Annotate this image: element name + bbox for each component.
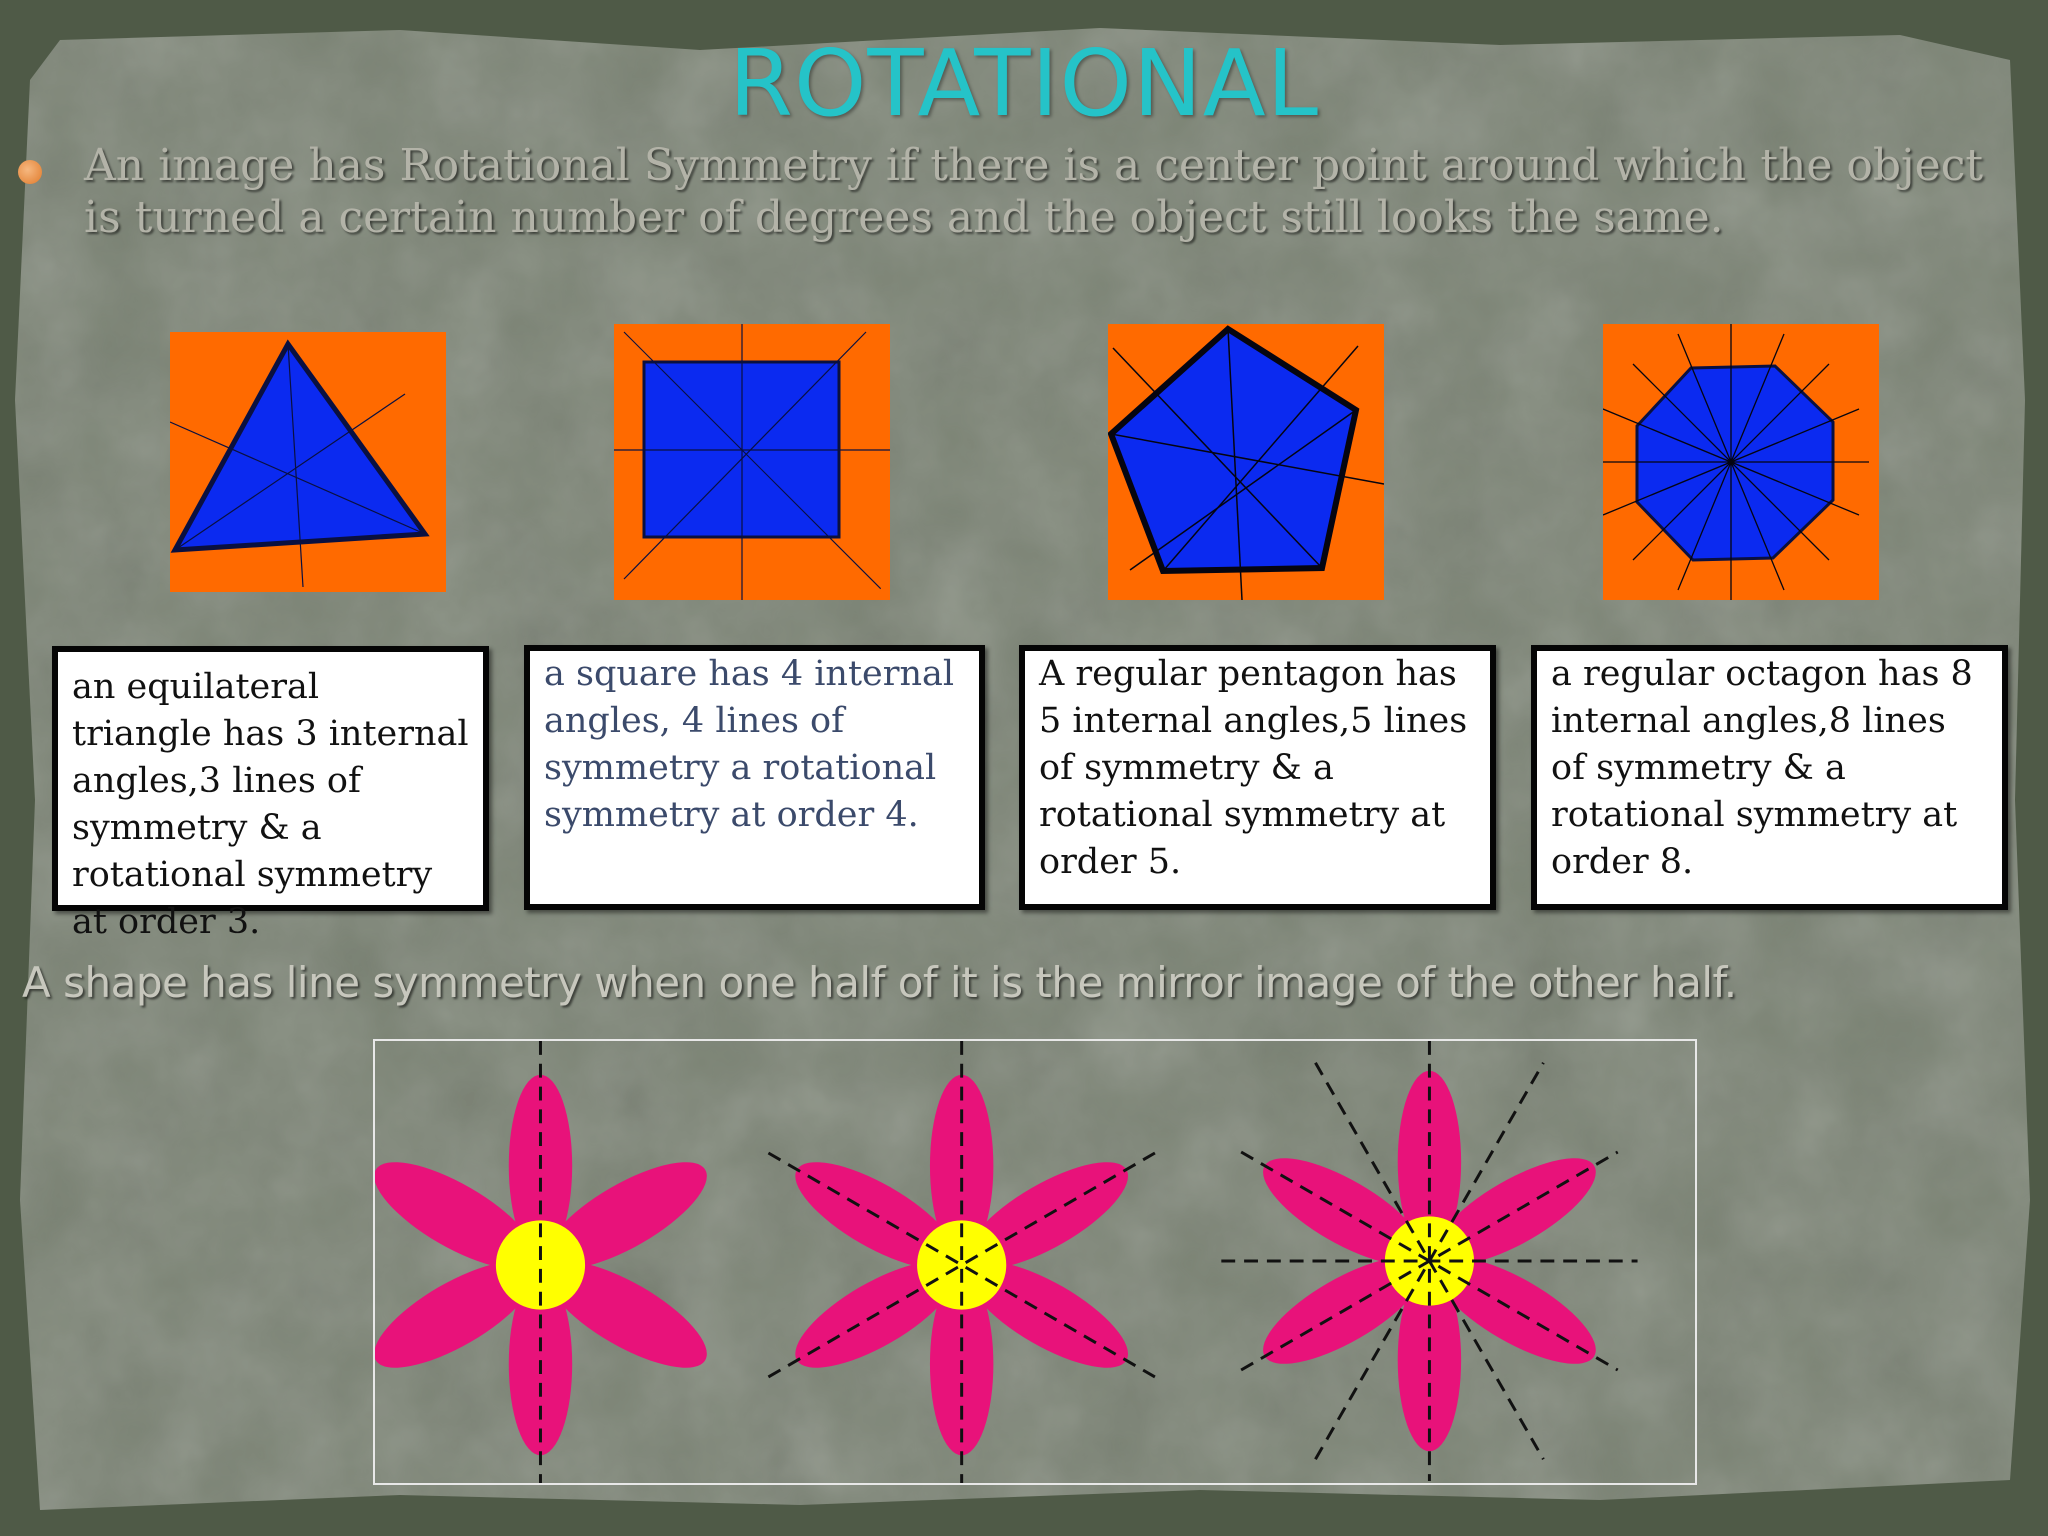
caption-square: a square has 4 internal angles, 4 lines … [524,645,985,910]
slide-title: ROTATIONAL [729,30,1319,137]
caption-triangle: an equilateral triangle has 3 internal a… [52,646,489,942]
square-image [614,324,890,600]
flower-three-lines [767,1041,1156,1483]
pentagon-image [1108,324,1384,600]
bullet-icon [18,160,42,184]
flower-six-lines [1221,1041,1638,1482]
octagon-image [1603,324,1879,600]
intro-text: An image has Rotational Symmetry if ther… [84,140,1984,243]
caption-pentagon: A regular pentagon has 5 internal angles… [1019,645,1496,910]
triangle-image [170,332,446,592]
caption-octagon: a regular octagon has 8 internal angles,… [1531,645,2008,910]
flower-one-line [375,1041,722,1483]
flower-panel [373,1039,1697,1485]
line-symmetry-text: A shape has line symmetry when one half … [22,958,1737,1007]
